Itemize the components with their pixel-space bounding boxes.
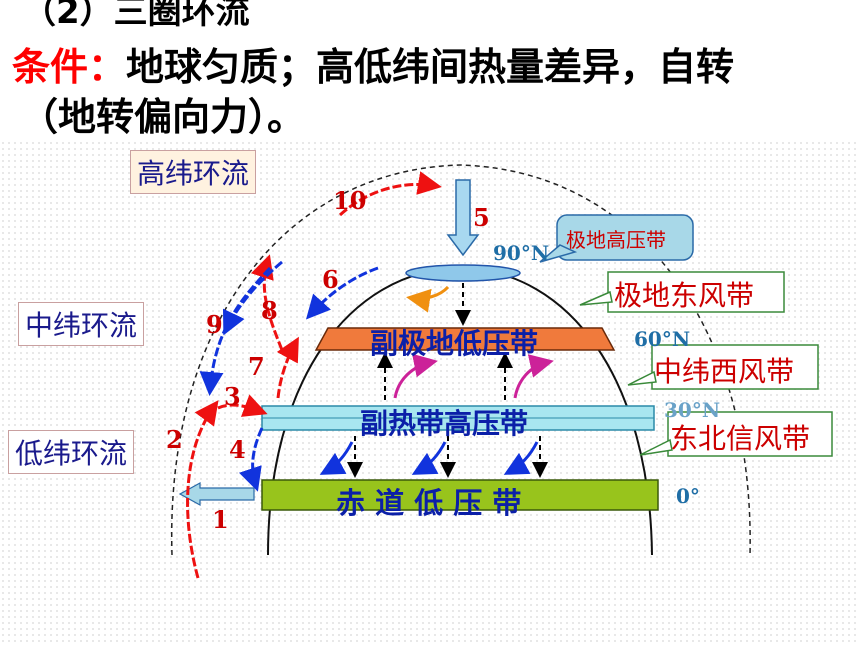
polar-high-ellipse [405,264,521,282]
condition-text: 地球匀质；高低纬间热量差异，自转 [126,45,735,89]
callout-polar-high [556,214,694,261]
atmosphere-boundary [170,164,751,556]
latitude-60: 60°N [634,327,691,351]
label-subpolar-low: 副极地低压带 [370,327,539,360]
latitude-0: 0° [676,484,700,508]
arrow-number-1: 1 [212,505,229,534]
subpolar-low-bar [314,327,616,351]
arrow-3-upper [217,394,268,417]
arrow-4-descending [238,427,264,492]
label-subtropical-high: 副热带高压带 [360,407,529,440]
arrow-1-surface [178,481,255,507]
condition-text-2: （地转偏向力）。 [20,95,306,139]
arrow-7-rising [276,336,299,399]
dotted-background [0,140,860,645]
arrow-number-6: 6 [322,265,339,294]
callout-westerlies-text: 中纬西风带 [654,355,795,388]
arrow-5-descending [446,179,480,257]
callout-polar-easterlies [607,271,785,313]
trade-arrow-3 [503,441,539,475]
label-mid-latitude-circulation: 中纬环流 [18,302,145,346]
callout-westerlies [651,344,819,390]
label-high-latitude-circulation: 高纬环流 [130,150,257,194]
arrow-number-4: 4 [229,435,246,464]
label-low-latitude-circulation: 低纬环流 [8,430,135,474]
polar-easterly-arrow [406,285,450,313]
latitude-90: 90°N [493,241,550,265]
arrow-number-10: 10 [333,186,367,215]
equatorial-low-bar [261,479,659,511]
arrow-10-upper [338,171,442,217]
callout-ne-trades [667,411,833,457]
callout-ne-trades-text: 东北信风带 [670,422,811,455]
arrow-number-3: 3 [224,382,241,411]
arrow-9b-upper [222,260,283,336]
arrow-number-7: 7 [248,352,265,381]
callout-polar-high-text: 极地高压带 [566,228,666,252]
condition-line: 条件：地球匀质；高低纬间热量差异，自转 [12,36,734,91]
section-title: （2）三圈环流 [22,0,250,32]
arrow-number-5: 5 [473,203,490,232]
latitude-30: 30°N [664,398,721,422]
arrow-number-9: 9 [206,310,223,339]
arrow-6-upper [305,266,379,320]
arrow-number-8: 8 [261,296,278,325]
arrow-2-rising [186,400,219,579]
trade-arrow-2 [411,441,447,475]
callout-polar-easterlies-text: 极地东风带 [614,279,755,312]
condition-label: 条件： [12,45,127,89]
arrow-number-2: 2 [166,425,183,454]
westerly-arrow-right [513,354,554,399]
label-equatorial-low: 赤 道 低 压 带 [336,486,522,520]
trade-arrow-1 [319,441,354,475]
westerly-arrow-left [393,353,438,399]
